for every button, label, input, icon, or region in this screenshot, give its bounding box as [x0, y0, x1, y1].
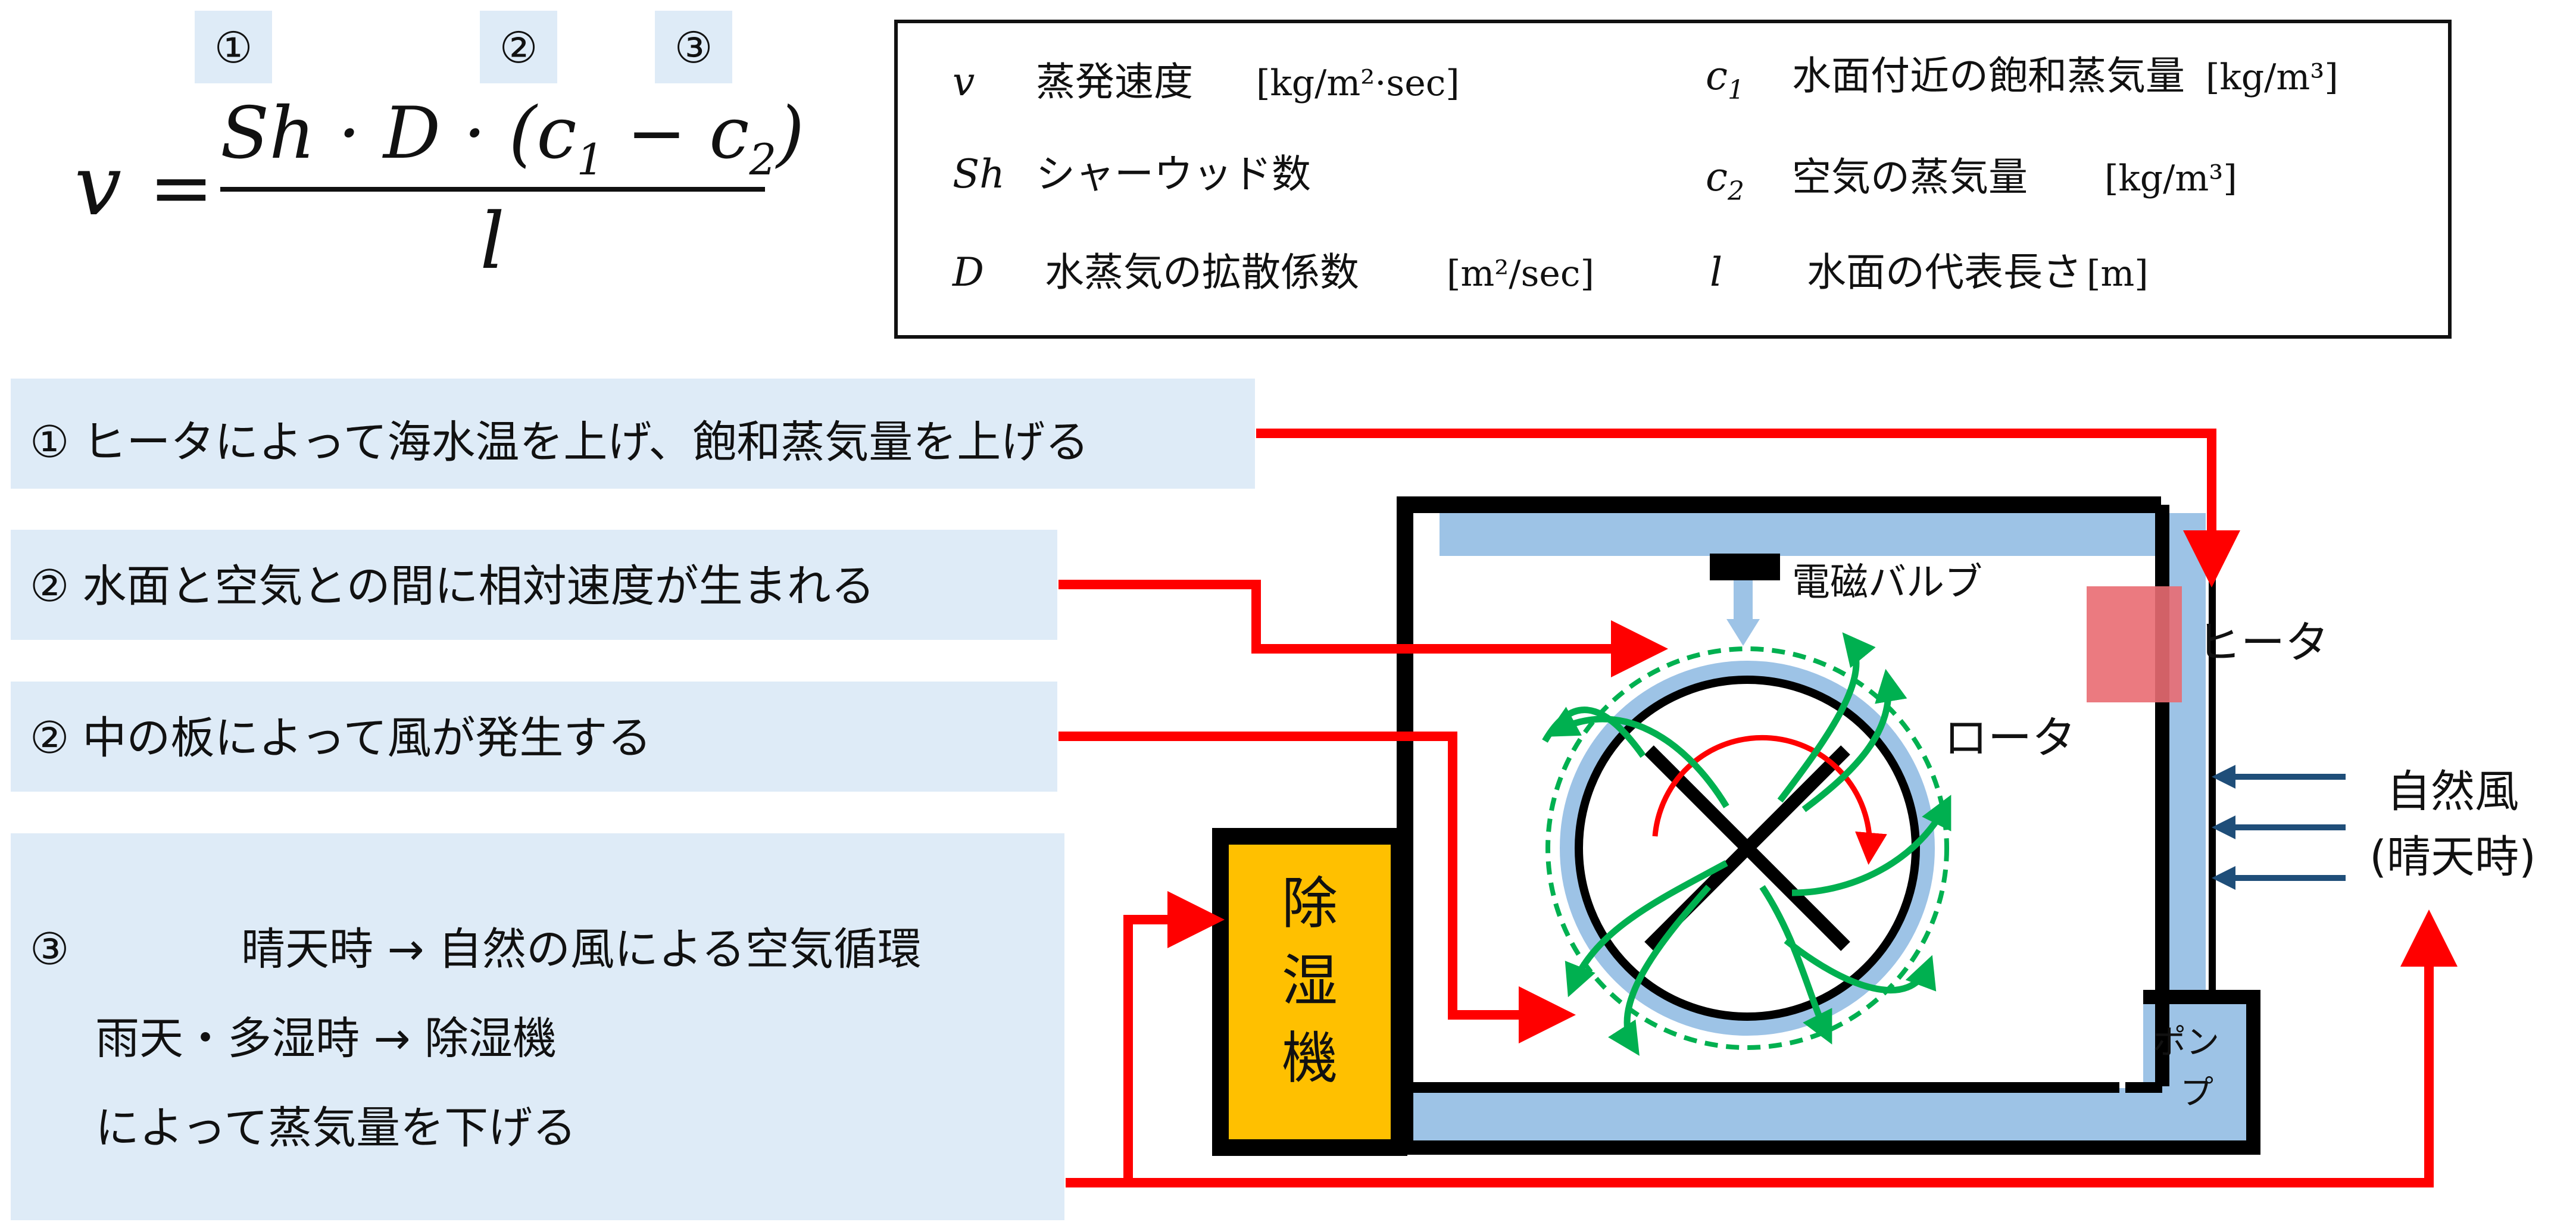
formula-numerator: Sh · D · (c1 − c2) [220, 92, 804, 185]
dehumidifier-label-1: 除 [1282, 871, 1338, 936]
pipe-bottom [1396, 1088, 2253, 1143]
numerator-main: Sh · D · (c [220, 92, 577, 175]
callout-arrow-heater [1256, 429, 2240, 587]
callout-arrow-natural-wind [1066, 910, 2458, 1187]
callout-arrow-dehumidifier [1123, 891, 1225, 1183]
air-flow-dashed-ring [1545, 646, 1949, 1050]
wind-label-1: 自然風 [2387, 766, 2519, 817]
valve-label: 電磁バルブ [1792, 561, 1982, 605]
dehumidifier-label-2: 湿 [1282, 949, 1338, 1014]
wind-label-2: (晴天時) [2369, 832, 2536, 883]
legend-sym-c2-sub: 2 [1727, 176, 1744, 207]
dehumidifier-box [1212, 828, 1407, 1156]
heater-block [2087, 586, 2182, 702]
valve-block [1710, 554, 1780, 580]
legend-sym-c2-base: c [1706, 154, 1728, 200]
numerator-minus: − c [604, 92, 749, 175]
marker-1: ② [499, 23, 538, 73]
note-4-line-3: によって蒸気量を下げる [95, 1102, 576, 1154]
note-4-num: ③ [30, 924, 69, 975]
note-panel-4 [11, 833, 1064, 1220]
note-2-num: ② [30, 561, 69, 612]
legend-desc-c1: 水面付近の飽和蒸気量 [1792, 53, 2185, 99]
pump-label-2: プ [2180, 1074, 2213, 1112]
marker-box-2 [195, 11, 272, 83]
callout-arrows [1058, 429, 2458, 1187]
air-flow-arrow-3 [1801, 668, 1907, 812]
legend-desc-c2: 空気の蒸気量 [1792, 154, 2028, 200]
marker-2: ① [214, 23, 253, 73]
note-1-num: ① [30, 417, 69, 468]
note-1: ① ヒータによって海水温を上げ、飽和蒸気量を上げる [30, 417, 1089, 468]
pump-frame [1220, 990, 2260, 1155]
note-4-line-1: 晴天時 → 自然の風による空気循環 [241, 924, 922, 975]
marker-box-3 [655, 11, 732, 83]
legend-unit-l: [m] [2087, 253, 2149, 295]
formula-equals: = [149, 142, 214, 233]
legend-unit-d: [m²/sec] [1447, 253, 1594, 295]
note-panel-2 [11, 530, 1057, 640]
dehumidifier-label-3: 機 [1282, 1026, 1338, 1091]
legend-sym-c2: c2 [1706, 154, 1744, 207]
callout-arrow-plate-wind [1058, 732, 1576, 1043]
formula-lhs: v [74, 137, 121, 235]
numerator-c2-sub: 2 [748, 135, 776, 185]
note-panel-1 [11, 379, 1255, 489]
marker-box-1 [480, 11, 557, 83]
natural-wind: 自然風 (晴天時) [2212, 765, 2536, 890]
rotor-label: ロータ [1944, 712, 2076, 764]
legend-sym-c1-base: c [1706, 53, 1728, 99]
pipe-top [1440, 513, 2206, 556]
formula: ① ② ③ v = Sh · D · (c1 − c2) l [74, 11, 804, 286]
apparatus: 除 湿 機 ポン プ ヒータ 電磁バルブ ロータ [1212, 496, 2536, 1156]
pump-label-1: ポン [2153, 1023, 2219, 1062]
note-2-text: 水面と空気との間に相対速度が生まれる [82, 561, 875, 612]
air-flow-arrow-2 [1777, 632, 1876, 803]
valve-nozzle [1734, 580, 1753, 622]
air-flow-arrow-9 [1542, 707, 1646, 758]
legend-sym-v: v [953, 59, 975, 105]
formula-denominator: l [480, 196, 505, 286]
air-flow-arrow-7 [1791, 795, 1951, 896]
legend-desc-sh: シャーウッド数 [1036, 151, 1311, 197]
air-flow-arrow-4 [1565, 860, 1728, 998]
marker-3: ③ [675, 23, 713, 73]
legend-sym-c1: c1 [1706, 53, 1744, 105]
heater-label: ヒータ [2197, 617, 2329, 668]
legend-unit-c1: [kg/m³] [2206, 57, 2338, 98]
note-1-text: ヒータによって海水温を上げ、飽和蒸気量を上げる [82, 417, 1089, 468]
note-panels: ① ヒータによって海水温を上げ、飽和蒸気量を上げる ② 水面と空気との間に相対速度が… [11, 379, 1255, 1220]
numerator-c1-sub: 1 [577, 135, 604, 185]
legend-unit-v: [kg/m²·sec] [1256, 62, 1460, 104]
note-3-text: 中の板によって風が発生する [82, 712, 651, 764]
air-flow-arrow-6 [1759, 885, 1832, 1045]
note-4-line-2: 雨天・多湿時 → 除湿機 [95, 1013, 557, 1064]
legend-sym-l: l [1710, 249, 1722, 295]
variable-legend: v 蒸発速度 [kg/m²·sec] Sh シャーウッド数 D 水蒸気の拡散係数… [894, 20, 2452, 339]
note-3-num: ② [30, 712, 69, 764]
legend-desc-v: 蒸発速度 [1036, 59, 1193, 105]
air-flow-arrow-5 [1608, 885, 1712, 1056]
legend-sym-d: D [952, 249, 984, 295]
legend-sym-sh: Sh [953, 151, 1005, 197]
rotor-water-ring [1560, 661, 1935, 1036]
note-panel-3 [11, 682, 1057, 792]
legend-sym-c1-sub: 1 [1728, 75, 1744, 105]
legend-frame [894, 20, 2452, 339]
note-2: ② 水面と空気との間に相対速度が生まれる [30, 561, 875, 612]
numerator-close: ) [775, 92, 804, 175]
valve-spray-arrow [1726, 619, 1760, 646]
air-flow-arrow-8 [1784, 937, 1937, 994]
air-flow-arrow-1 [1545, 707, 1729, 808]
air-flow-arrows [1542, 632, 1951, 1056]
legend-desc-d: 水蒸気の拡散係数 [1045, 249, 1359, 295]
legend-unit-c2: [kg/m³] [2104, 158, 2237, 199]
legend-desc-l: 水面の代表長さ [1807, 249, 2082, 295]
callout-arrow-relative-velocity [1058, 580, 1668, 677]
rotation-arrow [1652, 735, 1887, 865]
